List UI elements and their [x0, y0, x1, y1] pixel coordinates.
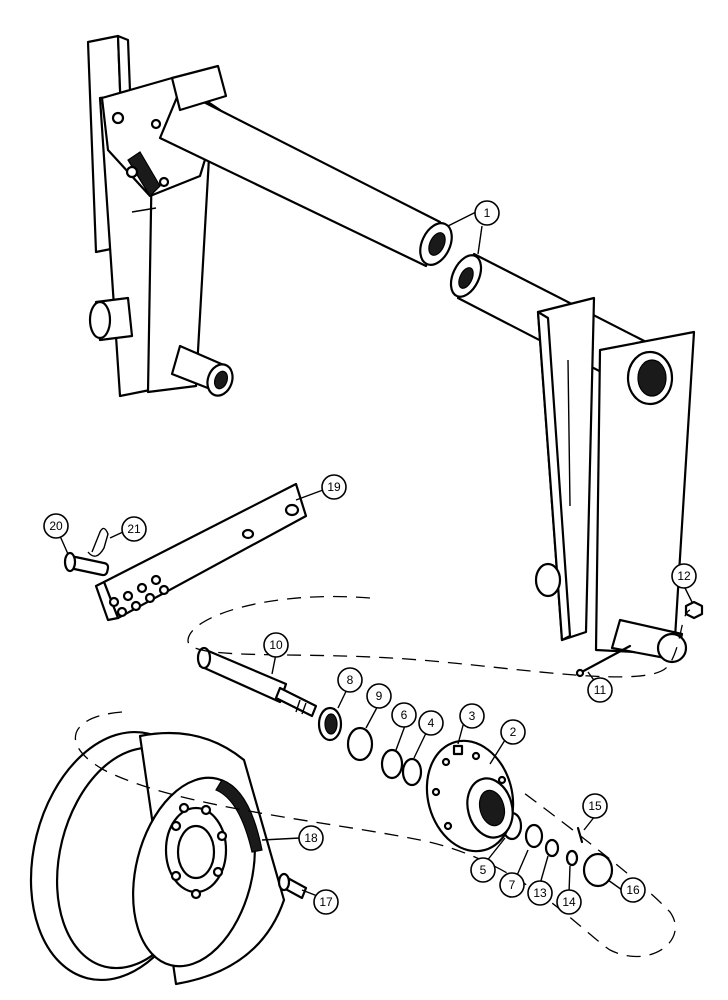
callout-13: 13	[527, 880, 553, 906]
callout-10: 10	[263, 632, 289, 658]
callout-16: 16	[620, 877, 646, 903]
lock-nut	[684, 600, 704, 620]
hitch-bar	[94, 482, 308, 622]
callout-1-label: 1	[484, 206, 491, 220]
hub	[425, 739, 515, 853]
cotter-pin	[576, 826, 584, 844]
callout-20-label: 20	[49, 519, 63, 533]
callout-7: 7	[499, 872, 525, 898]
callout-9: 9	[366, 683, 392, 709]
callout-10-label: 10	[269, 638, 283, 652]
callout-20: 20	[43, 513, 69, 539]
callout-15: 15	[582, 793, 608, 819]
callout-9-label: 9	[376, 689, 383, 703]
callout-8-label: 8	[347, 673, 354, 687]
callout-18-label: 18	[304, 831, 318, 845]
callout-17: 17	[313, 889, 339, 915]
callout-18: 18	[298, 825, 324, 851]
callout-11: 11	[587, 677, 613, 703]
callout-6: 6	[391, 702, 417, 728]
callout-12: 12	[671, 563, 697, 589]
callout-15-label: 15	[588, 799, 602, 813]
spindle	[196, 646, 318, 718]
hitch-pin	[63, 551, 110, 577]
callout-group: 1 2 3 4 5 6 7 8 9 10 11	[43, 200, 697, 915]
left-frame	[86, 34, 453, 398]
callout-2-label: 2	[510, 725, 517, 739]
axle-bolt	[575, 644, 632, 678]
callout-19-label: 19	[327, 480, 341, 494]
callout-6-label: 6	[401, 708, 408, 722]
callout-19: 19	[321, 474, 347, 500]
wheel-bolt	[277, 872, 308, 900]
callout-4-label: 4	[428, 716, 435, 730]
callout-14-label: 14	[562, 895, 576, 909]
callout-3: 3	[459, 703, 485, 729]
callout-11-label: 11	[594, 683, 607, 697]
callout-2: 2	[500, 719, 526, 745]
callout-1: 1	[474, 200, 500, 226]
callout-8: 8	[337, 667, 363, 693]
callout-14: 14	[556, 889, 582, 915]
callout-3-label: 3	[469, 709, 476, 723]
callout-17-label: 17	[319, 895, 333, 909]
callout-5: 5	[470, 857, 496, 883]
grease-fitting	[452, 744, 464, 756]
callout-21-label: 21	[127, 522, 141, 536]
callout-12-label: 12	[677, 569, 691, 583]
callout-4: 4	[418, 710, 444, 736]
callout-7-label: 7	[509, 878, 516, 892]
right-frame	[449, 252, 696, 664]
phantom-line-wheel	[74, 711, 676, 958]
callout-16-label: 16	[626, 883, 640, 897]
callout-5-label: 5	[480, 863, 487, 877]
callout-21: 21	[121, 516, 147, 542]
wheel-rim	[29, 730, 286, 986]
hair-pin-clip	[87, 527, 109, 557]
callout-13-label: 13	[533, 886, 547, 900]
